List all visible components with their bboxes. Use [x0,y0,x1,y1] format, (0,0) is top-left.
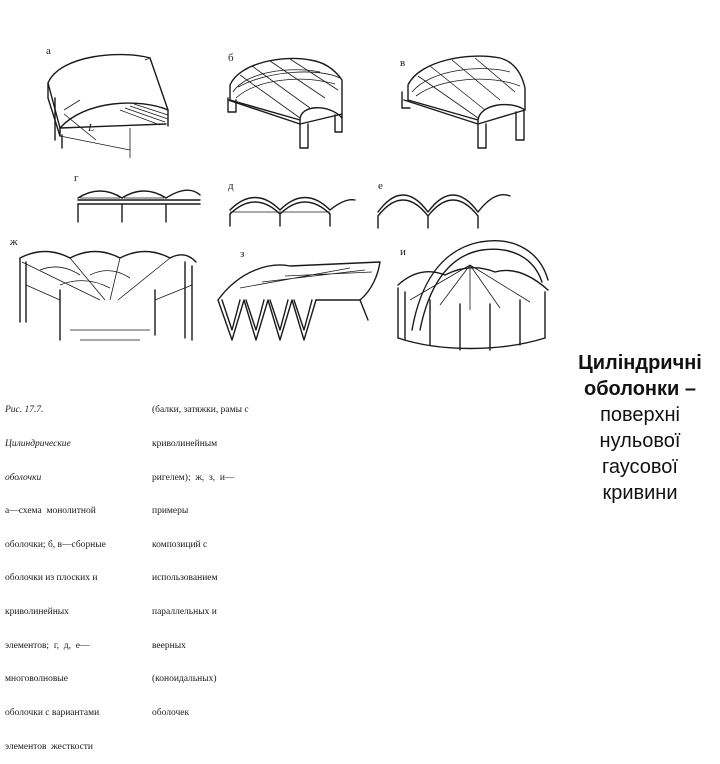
label-d: д [228,180,234,192]
figure-caption-right: (балки, затяжки, рамы с криволинейным ри… [152,383,277,730]
cylindrical-shells-figure [19,53,549,351]
caption-right-line: оболочек [152,707,190,718]
label-a: а [46,45,51,57]
label-z: з [240,248,245,260]
caption-left-line: криволинейных [5,607,69,618]
sketch-zh-fan-composition [19,250,197,341]
caption-left-line: многоволновые [5,674,68,685]
label-g: г [74,172,79,184]
caption-right-line: использованием [152,573,218,584]
label-b: б [228,52,234,64]
slide-side-text: Циліндричні оболонки – поверхні нульової… [560,350,720,506]
label-dim: L [88,122,95,134]
caption-left-line: оболочки; б, в—сборные [5,539,106,550]
label-i: и [400,246,406,258]
caption-right-line: (коноидальных) [152,674,217,685]
caption-left-line: Цилиндрические [5,439,71,450]
caption-left-line: элементов; г, д, е— [5,640,90,651]
sketch-d-multiwave-ties [229,196,356,227]
caption-right-line: композиций с [152,539,208,550]
caption-right-line: ригелем); ж, з, и— [152,472,235,483]
sketch-g-multiwave-beams [77,189,201,223]
caption-right-line: (балки, затяжки, рамы с [152,405,249,416]
side-text-line: поверхні [600,404,680,426]
label-v: в [400,57,406,69]
caption-left-line: Рис. 17.7. [5,405,44,416]
sketch-a-monolithic-shell [47,53,169,158]
side-text-line: оболонки – [583,378,696,400]
sketch-i-fan-shells-arch [397,240,549,351]
figure-caption-left: Рис. 17.7. Цилиндрические оболочки а—схе… [5,383,155,764]
caption-left-line: элементов жесткости [5,741,94,752]
sketch-v-precast-shell [401,55,526,149]
caption-left-line: а—схема монолитной [5,506,96,517]
caption-right-line: параллельных и [152,607,217,618]
caption-left-line: оболочки с вариантами [5,707,100,718]
caption-left-line: оболочки из плоских и [5,573,98,584]
caption-right-line: веерных [152,640,186,651]
slide: а б в L г д е ж з и Рис. 17.7. Цилиндрич… [5,45,720,752]
sketch-e-multiwave-frames [377,194,511,229]
side-text-line: кривини [602,482,678,504]
caption-right-line: примеры [152,506,189,517]
side-text-line: Циліндричні [578,352,702,374]
label-zh: ж [10,236,18,248]
sketch-b-precast-shell [227,57,343,149]
sketch-z-parallel-shells [217,261,381,341]
caption-right-line: криволинейным [152,439,218,450]
side-text-line: нульової [599,430,681,452]
label-e: е [378,180,383,192]
side-text-line: гаусової [602,456,678,478]
caption-left-line: оболочки [5,472,42,483]
